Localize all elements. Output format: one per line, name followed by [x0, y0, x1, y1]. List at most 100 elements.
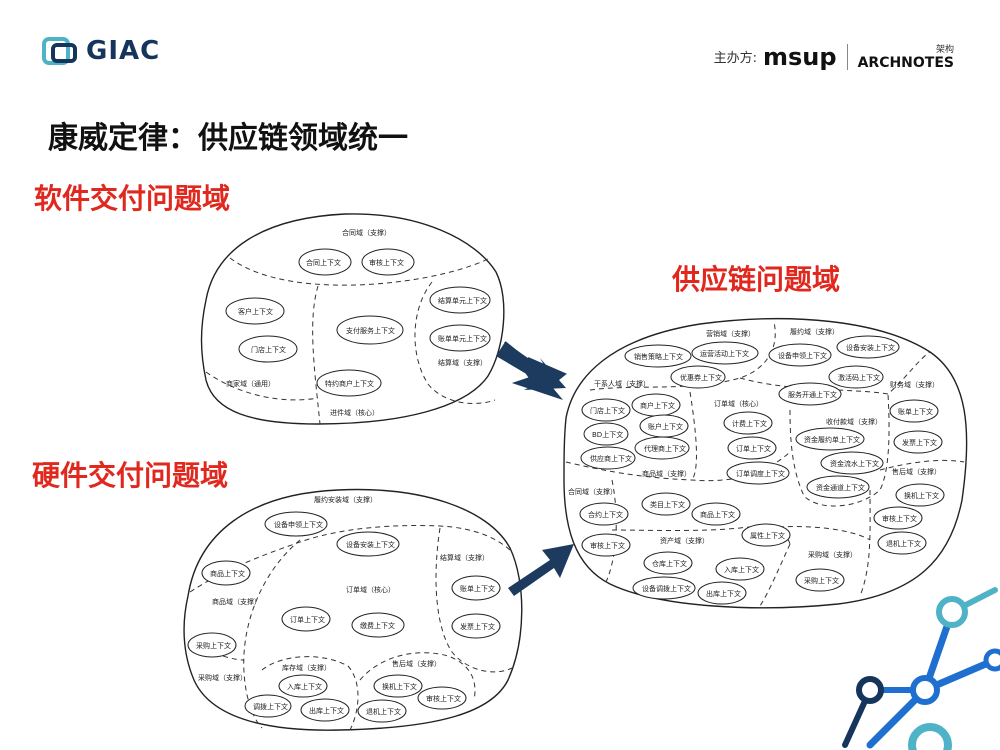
sc-context-device-apply: [768, 343, 832, 367]
sc-context-contract: [579, 502, 629, 526]
giac-logo: GIAC: [42, 36, 160, 66]
hw-domain-goods: 商品域（支撑）: [212, 597, 261, 606]
sw-context-contract: [298, 248, 352, 276]
sc-domain-finance: 财务域（支撑）: [890, 380, 939, 389]
sc-context-aftersale-audit: [873, 506, 923, 530]
sc-context-swap: [895, 483, 945, 507]
sc-context-store-label: 门店上下文: [590, 406, 625, 415]
sc-context-purchase-label: 采购上下文: [804, 576, 839, 585]
sc-context-contract-label: 合约上下文: [588, 510, 623, 519]
sc-domain-contract: 合同域（支撑）: [568, 487, 617, 496]
archnotes-text: ARCHNOTES: [857, 55, 954, 71]
sc-context-store: [581, 398, 631, 422]
hw-context-order: [281, 606, 331, 632]
hardware-section-title: 硬件交付问题域: [32, 459, 229, 492]
sc-context-billing-label: 计费上下文: [732, 419, 767, 428]
supply-diagram: 营销域（支撑） 销售策略上下文 运营活动上下文 优惠券上下文 履约域（支撑） 设…: [563, 318, 968, 609]
sw-context-settle-unit: [429, 286, 491, 314]
sw-context-customer-label: 客户上下文: [238, 307, 273, 316]
sc-context-sales-strategy-label: 销售策略上下文: [634, 352, 683, 361]
hw-context-transfer: [244, 694, 292, 718]
sw-context-store-label: 门店上下文: [251, 345, 286, 354]
sc-context-purchase: [795, 568, 845, 592]
sc-context-swap-label: 换机上下文: [904, 491, 939, 500]
sc-domain-fulfill: 履约域（支撑）: [790, 327, 839, 336]
sc-context-order-dispatch: [726, 461, 790, 485]
hw-context-payment-fee: [351, 612, 405, 638]
sc-context-order-dispatch-label: 订单调度上下文: [736, 469, 785, 478]
sc-context-fund-channel-label: 资金通道上下文: [816, 483, 865, 492]
hw-context-device-apply-label: 设备申领上下文: [274, 520, 323, 529]
sc-domain-goods: 商品域（支撑）: [642, 469, 691, 478]
hw-context-device-install: [336, 531, 400, 557]
sc-context-supplier: [580, 446, 636, 470]
hw-context-stock-in-label: 入库上下文: [287, 682, 322, 691]
sc-context-merchant-label: 商户上下文: [640, 401, 675, 410]
hw-context-order-label: 订单上下文: [290, 615, 325, 624]
sw-context-special-merchant: [316, 369, 382, 397]
hw-domain-fulfill: 履约安装域（支撑）: [314, 495, 377, 504]
sc-context-agent: [634, 436, 690, 460]
sw-context-customer: [225, 297, 285, 325]
sc-context-invoice-label: 发票上下文: [902, 438, 937, 447]
hw-domain-order: 订单域（核心）: [346, 585, 395, 594]
sw-context-audit-label: 审核上下文: [369, 258, 404, 267]
arrow-hardware-to-supply: [508, 544, 574, 596]
sc-context-stock-out-label: 出库上下文: [706, 589, 741, 598]
sc-context-aftersale-audit-label: 审核上下文: [882, 514, 917, 523]
software-diagram: 合同域（支撑） 合同上下文 审核上下文 客户上下文 门店上下文 商家域（通用） …: [200, 213, 505, 425]
sc-context-activation-label: 激活码上下文: [838, 373, 880, 382]
sw-context-contract-label: 合同上下文: [306, 258, 341, 267]
arrow-software-head: [496, 342, 566, 390]
sc-domain-marketing: 营销域（支撑）: [706, 329, 755, 338]
msup-logo: msup: [763, 42, 837, 71]
sw-context-settle-unit-label: 结算单元上下文: [438, 296, 487, 305]
sc-context-fund-fulfill: [795, 427, 865, 451]
organizer-divider: [846, 43, 848, 70]
hw-domain-inventory: 库存域（支撑）: [282, 663, 331, 672]
giac-logo-icon: [42, 37, 77, 65]
hw-context-bill: [451, 575, 501, 601]
hw-context-stock-out: [300, 698, 350, 722]
sc-context-fund-flow: [820, 451, 884, 475]
sc-context-coupon-label: 优惠券上下文: [680, 373, 722, 382]
hw-context-audit: [417, 686, 467, 710]
sc-domain-stakeholder: 干系人域（支撑）: [594, 379, 650, 388]
hw-context-device-apply: [264, 511, 328, 537]
sc-context-audit-label: 审核上下文: [590, 541, 625, 550]
sc-context-audit: [581, 533, 631, 557]
sc-context-bill-label: 账单上下文: [898, 407, 933, 416]
hw-context-invoice: [451, 613, 501, 639]
sw-domain-merchant: 商家域（通用）: [226, 379, 275, 388]
hw-context-payment-fee-label: 缴费上下文: [360, 621, 395, 630]
sc-context-category-label: 类目上下文: [650, 500, 685, 509]
sc-context-device-transfer: [632, 576, 696, 600]
sc-context-device-transfer-label: 设备调拨上下文: [642, 584, 691, 593]
hw-context-swap-label: 换机上下文: [382, 682, 417, 691]
hw-context-invoice-label: 发票上下文: [460, 622, 495, 631]
sc-context-coupon: [670, 365, 726, 389]
sc-context-device-install-label: 设备安装上下文: [846, 343, 895, 352]
sc-context-attribute-label: 属性上下文: [750, 531, 785, 540]
sc-context-goods-label: 商品上下文: [700, 510, 735, 519]
sc-context-warehouse-label: 仓库上下文: [652, 559, 687, 568]
hw-context-bill-label: 账单上下文: [460, 584, 495, 593]
sc-domain-asset: 资产域（支撑）: [660, 536, 709, 545]
sc-context-device-apply-label: 设备申领上下文: [778, 351, 827, 360]
sc-context-fund-channel: [806, 475, 870, 499]
sc-context-warehouse: [643, 551, 693, 575]
hw-context-audit-label: 审核上下文: [426, 694, 461, 703]
hw-context-purchase: [187, 632, 237, 658]
sc-context-fund-flow-label: 资金流水上下文: [830, 459, 879, 468]
hw-domain-purchase: 采购域（支撑）: [198, 673, 247, 682]
hw-context-stock-in: [278, 674, 328, 698]
sw-domain-settlement: 结算域（支撑）: [438, 358, 487, 367]
sc-context-agent-label: 代理商上下文: [644, 444, 686, 453]
organizer: 主办方: msup 架构 ARCHNOTES: [714, 42, 954, 72]
page-title: 康威定律：供应链领域统一: [48, 121, 408, 156]
sc-context-billing: [723, 411, 773, 435]
hw-domain-settlement: 结算域（支撑）: [440, 553, 489, 562]
sc-context-stock-in-label: 入库上下文: [724, 565, 759, 574]
sc-context-stock-out: [697, 581, 747, 605]
